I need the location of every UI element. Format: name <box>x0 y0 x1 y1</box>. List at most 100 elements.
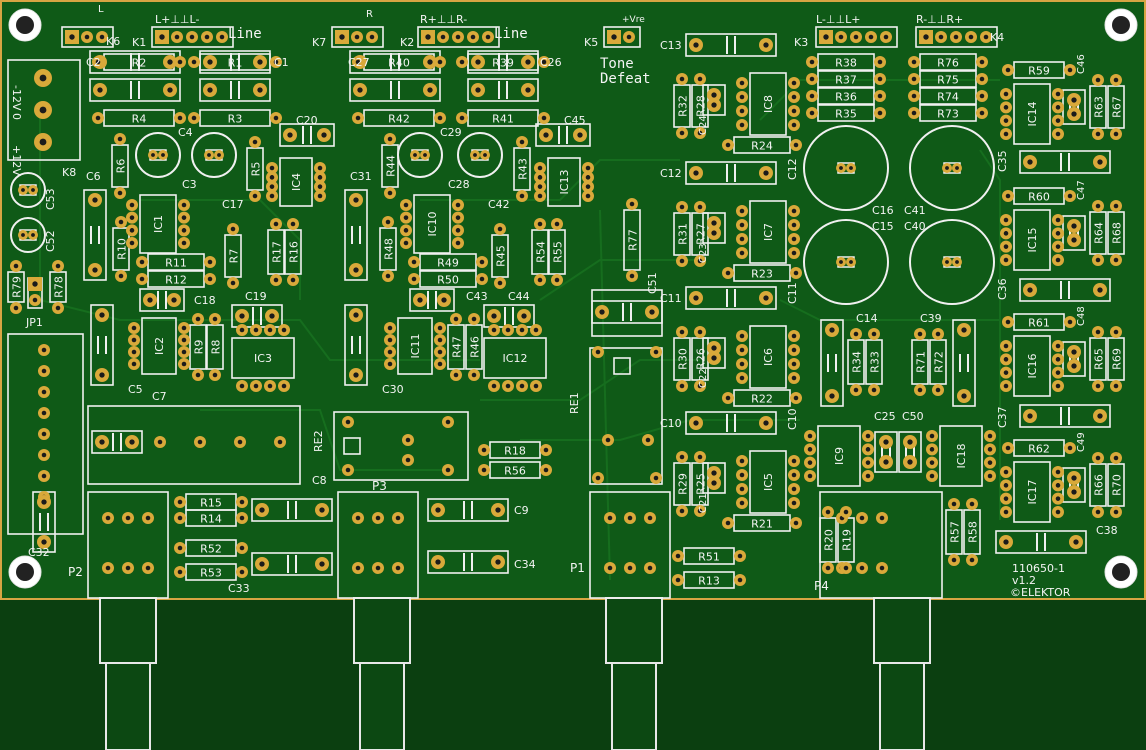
silk-label: Line <box>228 26 262 42</box>
potentiometer-shafts <box>99 597 931 750</box>
silk-label: C1 <box>274 56 289 69</box>
resistor-label: R63 <box>1093 96 1106 118</box>
silk-label: C21 <box>698 493 709 513</box>
resistor-label: R30 <box>677 348 690 370</box>
ic-label: IC4 <box>290 173 303 191</box>
silk-label: C8 <box>312 474 327 487</box>
resistor-label: R42 <box>388 113 410 126</box>
silk-label: C34 <box>514 558 536 571</box>
resistor-label: R79 <box>11 276 24 298</box>
silk-label: C43 <box>466 290 488 303</box>
resistor-label: R40 <box>388 57 410 70</box>
silk-label: P1 <box>570 561 585 575</box>
resistor-label: R66 <box>1093 474 1106 496</box>
ic-package <box>1013 209 1051 271</box>
capacitor <box>139 288 185 312</box>
pin-header <box>331 26 384 48</box>
resistor-label: R72 <box>933 351 946 373</box>
silk-label: +Vre <box>622 15 645 25</box>
silk-label: C23 <box>698 243 709 263</box>
silk-label: K6 <box>106 35 120 48</box>
capacitor-C51 <box>591 289 663 337</box>
silk-label: RE1 <box>568 392 581 414</box>
silk-label: C38 <box>1096 524 1118 537</box>
silk-label: C30 <box>382 383 404 396</box>
resistor-label: R20 <box>823 529 836 551</box>
resistor-label: R44 <box>385 155 398 177</box>
silk-label: Line <box>494 26 528 42</box>
pin-header <box>603 26 641 48</box>
silk-label: R <box>366 9 373 20</box>
capacitor <box>83 189 107 281</box>
resistor-label: R65 <box>1093 348 1106 370</box>
capacitor <box>820 319 844 407</box>
resistor-label: R18 <box>504 445 526 458</box>
resistor-label: R4 <box>132 113 147 126</box>
silk-label: R+⊥⊥R- <box>420 13 467 26</box>
pin-header <box>61 26 114 48</box>
silk-label: C13 <box>660 39 682 52</box>
ic-package <box>397 317 433 375</box>
resistor-label: R14 <box>200 513 222 526</box>
capacitor <box>251 552 333 576</box>
capacitor <box>1019 150 1111 174</box>
resistor-label: R41 <box>492 113 514 126</box>
capacitor-C7 <box>87 405 301 485</box>
silk-label: ©ELEKTOR <box>1010 586 1071 599</box>
silk-label: C4 <box>178 126 193 139</box>
resistor-label: R62 <box>1028 443 1050 456</box>
resistor-label: R28 <box>695 95 708 117</box>
ic-label: IC6 <box>762 348 775 366</box>
silk-label: C10 <box>786 408 799 430</box>
relay-RE2 <box>333 411 469 481</box>
silk-label: C24 <box>698 115 709 135</box>
ic-package <box>1013 461 1051 523</box>
capacitor <box>1019 278 1111 302</box>
capacitor <box>344 304 368 386</box>
silk-label: C35 <box>996 150 1009 172</box>
silk-label: C6 <box>86 170 101 183</box>
capacitor <box>91 430 143 454</box>
silk-label: C29 <box>440 126 462 139</box>
ic-package <box>1013 83 1051 145</box>
ic-label: IC8 <box>762 95 775 113</box>
silk-label: RE2 <box>312 430 325 452</box>
resistor-label: R27 <box>695 223 708 245</box>
ic-package <box>817 425 861 487</box>
ic-label: IC17 <box>1026 480 1039 505</box>
silk-label: Tone <box>600 56 634 72</box>
resistor-label: R13 <box>698 575 720 588</box>
silk-label: C46 <box>1076 54 1087 74</box>
silk-label: C11 <box>660 292 682 305</box>
silk-label: K2 <box>400 36 414 49</box>
ic-package <box>749 325 787 389</box>
capacitor <box>898 431 922 473</box>
capacitor <box>199 78 271 102</box>
silk-label: C17 <box>222 198 244 211</box>
silk-label: C7 <box>152 390 167 403</box>
resistor-label: R3 <box>228 113 243 126</box>
capacitor <box>702 212 726 244</box>
silk-label: C2 <box>86 56 101 69</box>
ic-label: IC13 <box>558 170 571 195</box>
resistor-label: R21 <box>751 518 773 531</box>
ic-package <box>547 157 581 207</box>
capacitor <box>685 411 777 435</box>
capacitor <box>467 78 539 102</box>
capacitor <box>702 337 726 369</box>
ic-label: IC1 <box>152 215 165 233</box>
silk-label: C26 <box>540 56 562 69</box>
resistor-label: R68 <box>1111 222 1124 244</box>
capacitor <box>1019 404 1111 428</box>
resistor-label: R58 <box>967 521 980 543</box>
silk-label: L <box>98 4 104 15</box>
capacitor <box>702 462 726 494</box>
ic-label: IC9 <box>833 447 846 465</box>
relay-coil <box>343 437 361 455</box>
resistor-label: R16 <box>288 241 301 263</box>
resistor-label: R26 <box>695 348 708 370</box>
ic-label: IC10 <box>426 212 439 237</box>
resistor-label: R75 <box>937 74 959 87</box>
capacitor <box>279 123 335 147</box>
